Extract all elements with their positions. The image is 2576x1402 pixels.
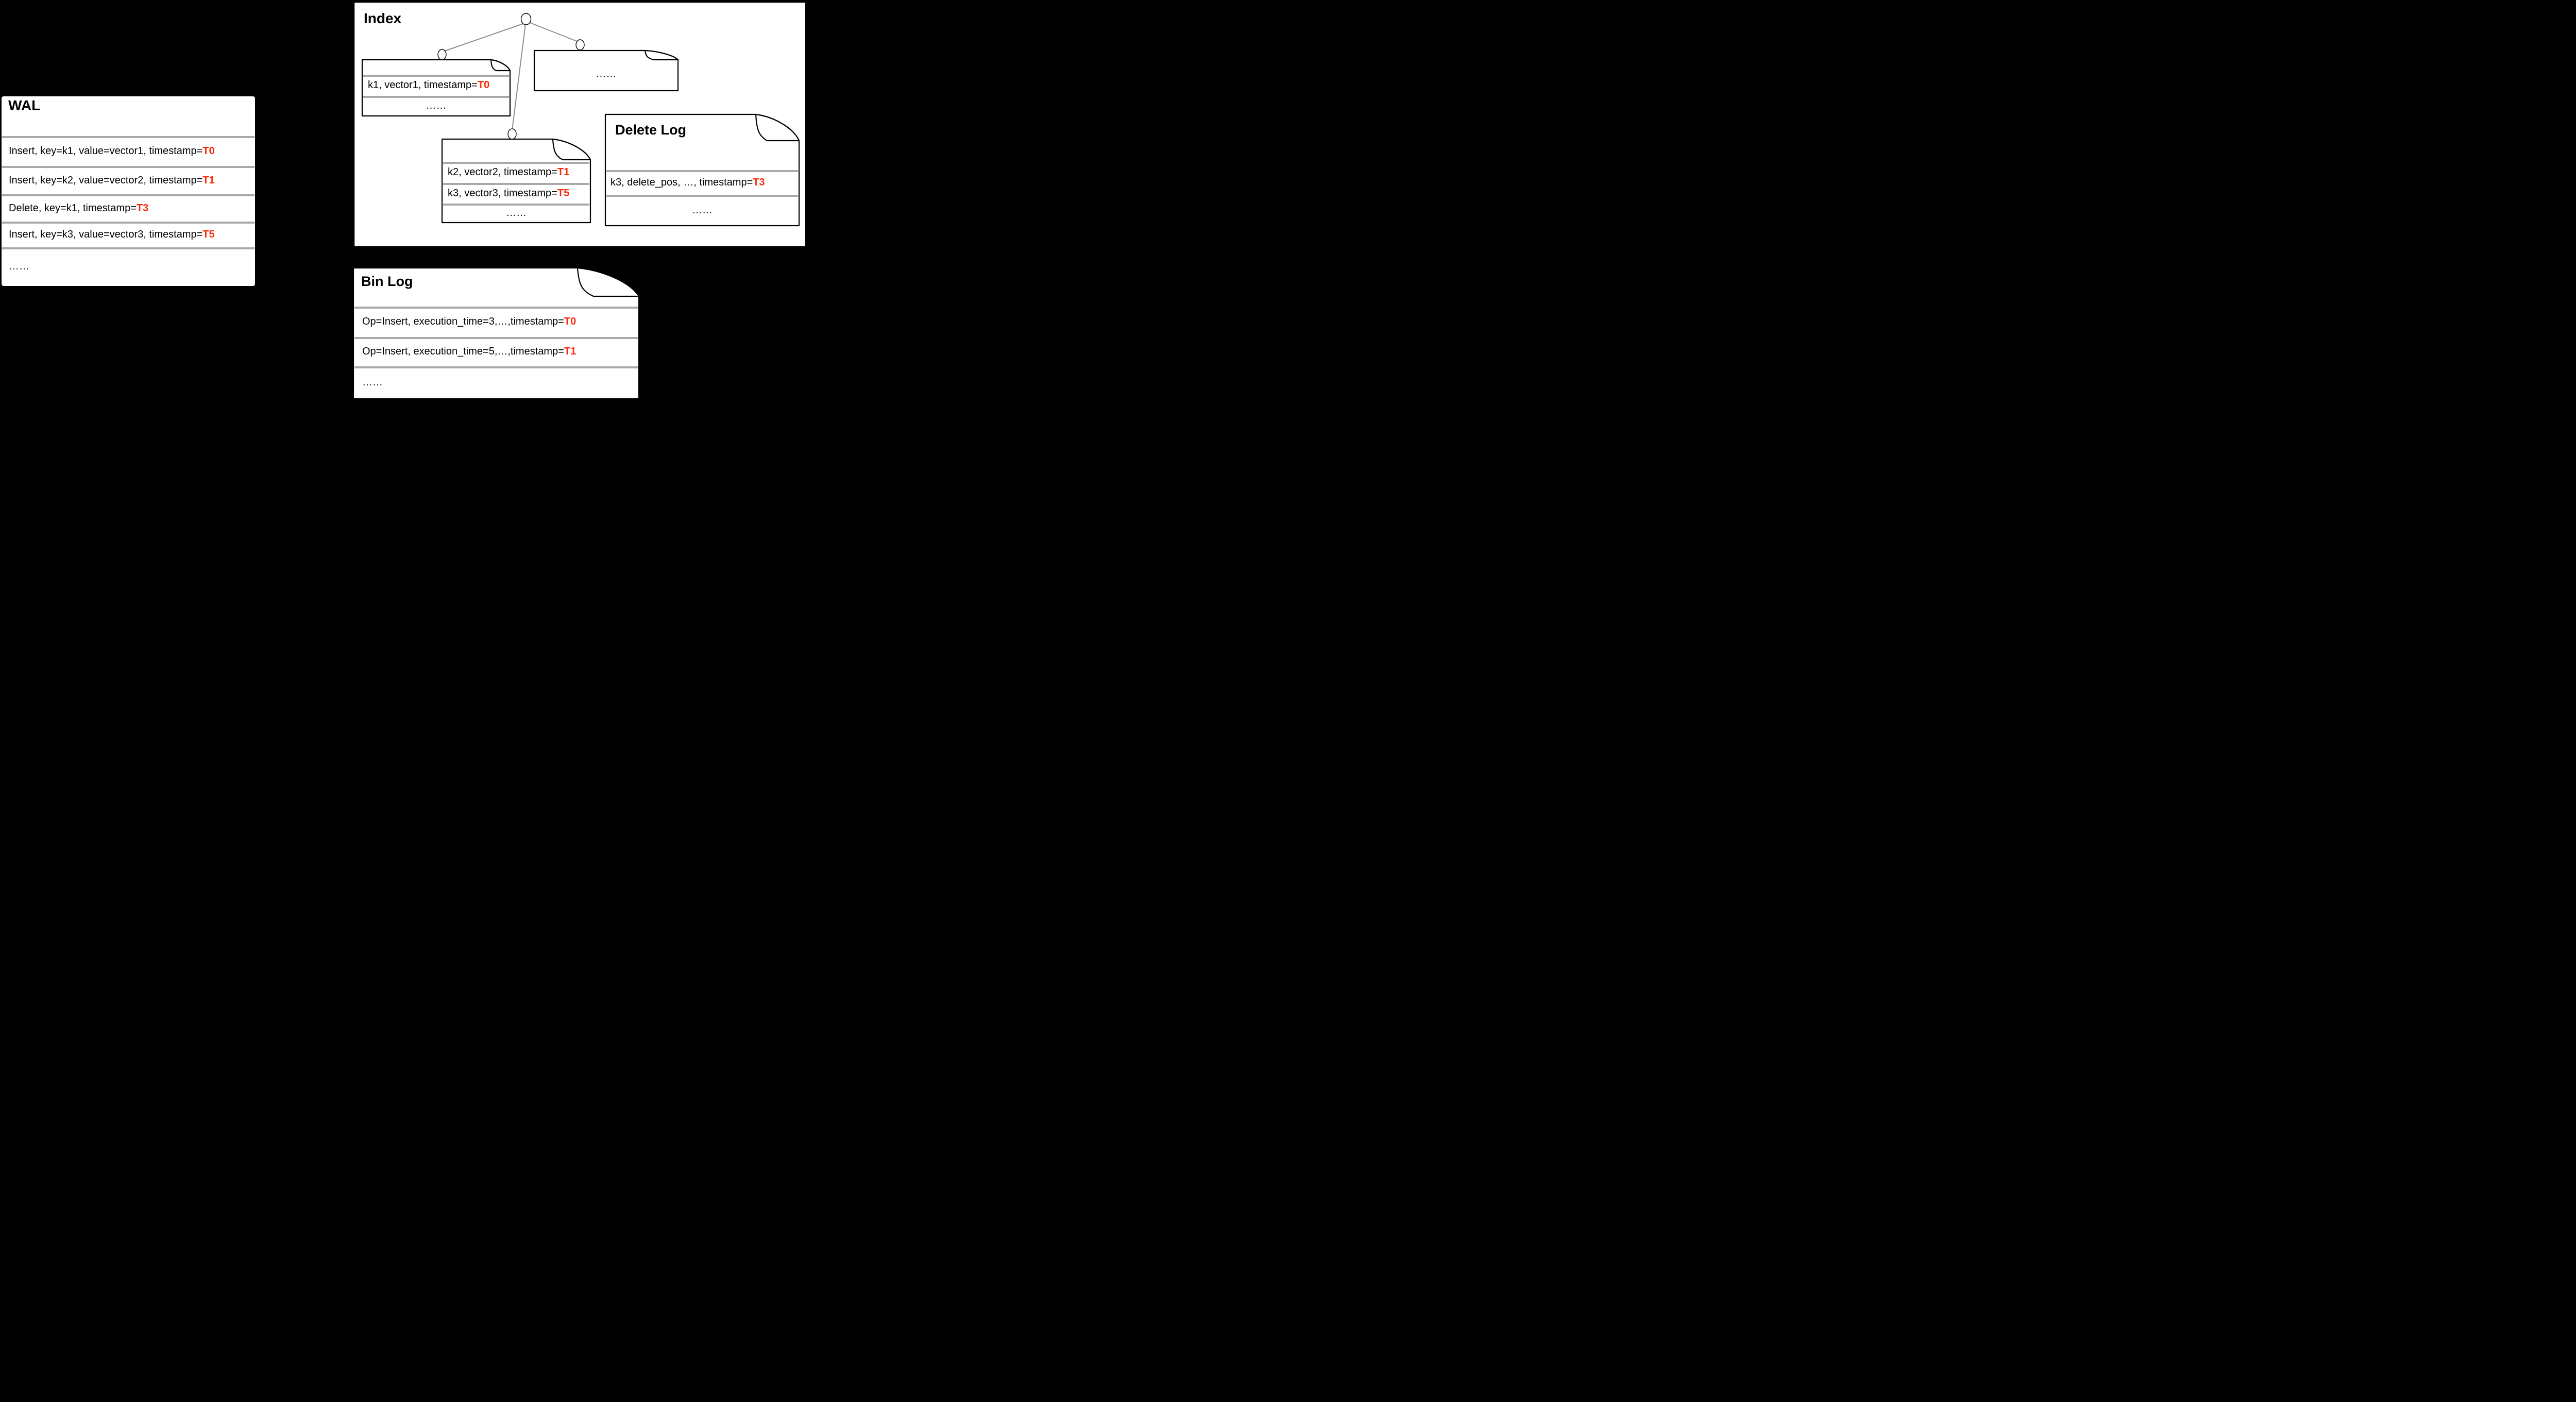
fold-corner-icon [644, 49, 679, 61]
timestamp-value: T5 [202, 229, 215, 240]
tree-root-node [520, 13, 532, 25]
tree-node-left [437, 49, 447, 60]
wal-title: WAL [8, 97, 41, 113]
tree-edge-root-mid [512, 23, 526, 131]
timestamp-value: T5 [557, 188, 570, 199]
row-divider [2, 222, 255, 224]
bin-log-title: Bin Log [361, 274, 413, 289]
timestamp-value: T1 [557, 166, 570, 178]
tree-edge-root-right [528, 22, 579, 42]
row-divider [363, 75, 509, 77]
fold-corner-icon [577, 267, 640, 297]
delete-log-title: Delete Log [615, 122, 687, 138]
row-divider [354, 366, 638, 368]
timestamp-value: T0 [202, 145, 215, 157]
row-divider [606, 195, 798, 197]
index-title: Index [364, 10, 402, 26]
timestamp-value: T3 [136, 202, 149, 214]
bin-log-row-text: Op=Insert, execution_time=5,…,timestamp= [362, 346, 564, 357]
row-divider [443, 162, 589, 164]
diagram-shapes [1, 1, 807, 400]
timestamp-value: T0 [564, 316, 577, 327]
segment-row-text: k1, vector1, timestamp= [368, 79, 478, 91]
tree-node-mid [507, 128, 517, 140]
index-segment-right-shape [533, 49, 679, 92]
row-divider [2, 247, 255, 249]
delete-log-row: k3, delete_pos, …, timestamp=T3 [611, 175, 765, 190]
bin-log-shape [352, 267, 640, 400]
wal-row-text: Delete, key=k1, timestamp= [9, 202, 137, 214]
timestamp-value: T1 [564, 346, 577, 357]
wal-row-text: Insert, key=k3, value=vector3, timestamp… [9, 229, 203, 240]
tree-edges [443, 22, 579, 131]
row-divider [606, 170, 798, 172]
fold-corner-icon [755, 113, 800, 142]
row-divider [354, 307, 638, 309]
wal-row-text: Insert, key=k2, value=vector2, timestamp… [9, 175, 203, 186]
wal-row: Insert, key=k2, value=vector2, timestamp… [9, 173, 215, 188]
segment-ellipsis: …… [506, 207, 527, 218]
segment-row: k1, vector1, timestamp=T0 [368, 78, 489, 92]
segment-ellipsis: …… [596, 69, 617, 80]
row-divider [443, 204, 589, 206]
tree-edge-root-left [443, 22, 527, 52]
delete-log-row-text: k3, delete_pos, …, timestamp= [611, 177, 753, 188]
wal-row: Delete, key=k1, timestamp=T3 [9, 201, 148, 215]
delete-log-ellipsis: …… [692, 205, 713, 216]
segment-row-text: k3, vector3, timestamp= [448, 188, 557, 199]
tree-nodes [437, 13, 585, 140]
wal-row-ellipsis: …… [9, 261, 29, 272]
row-divider [363, 96, 509, 98]
index-segment-mid-shape [441, 138, 591, 224]
wal-row: Insert, key=k3, value=vector3, timestamp… [9, 227, 215, 242]
row-divider [443, 183, 589, 185]
row-divider [354, 337, 638, 339]
bin-log-ellipsis: …… [362, 377, 383, 388]
row-divider [2, 194, 255, 196]
index-segment-left-shape [361, 59, 511, 117]
wal-box-shape [1, 95, 256, 287]
timestamp-value: T1 [202, 175, 215, 186]
tree-node-right [575, 39, 585, 50]
fold-corner-icon [552, 138, 591, 161]
fold-corner-icon [490, 59, 511, 72]
bin-log-row: Op=Insert, execution_time=3,…,timestamp=… [362, 314, 576, 329]
bin-log-row-text: Op=Insert, execution_time=3,…,timestamp= [362, 316, 564, 327]
timestamp-value: T3 [753, 177, 765, 188]
segment-row: k2, vector2, timestamp=T1 [448, 165, 569, 179]
diagram-canvas: WAL Insert, key=k1, value=vector1, times… [0, 0, 808, 402]
row-divider [2, 166, 255, 168]
wal-row-text: Insert, key=k1, value=vector1, timestamp… [9, 145, 203, 157]
segment-row: k3, vector3, timestamp=T5 [448, 186, 569, 200]
wal-row: Insert, key=k1, value=vector1, timestamp… [9, 144, 215, 158]
bin-log-row: Op=Insert, execution_time=5,…,timestamp=… [362, 344, 576, 359]
segment-row-text: k2, vector2, timestamp= [448, 166, 557, 178]
segment-ellipsis: …… [426, 100, 447, 111]
row-divider [2, 136, 255, 138]
timestamp-value: T0 [477, 79, 490, 91]
